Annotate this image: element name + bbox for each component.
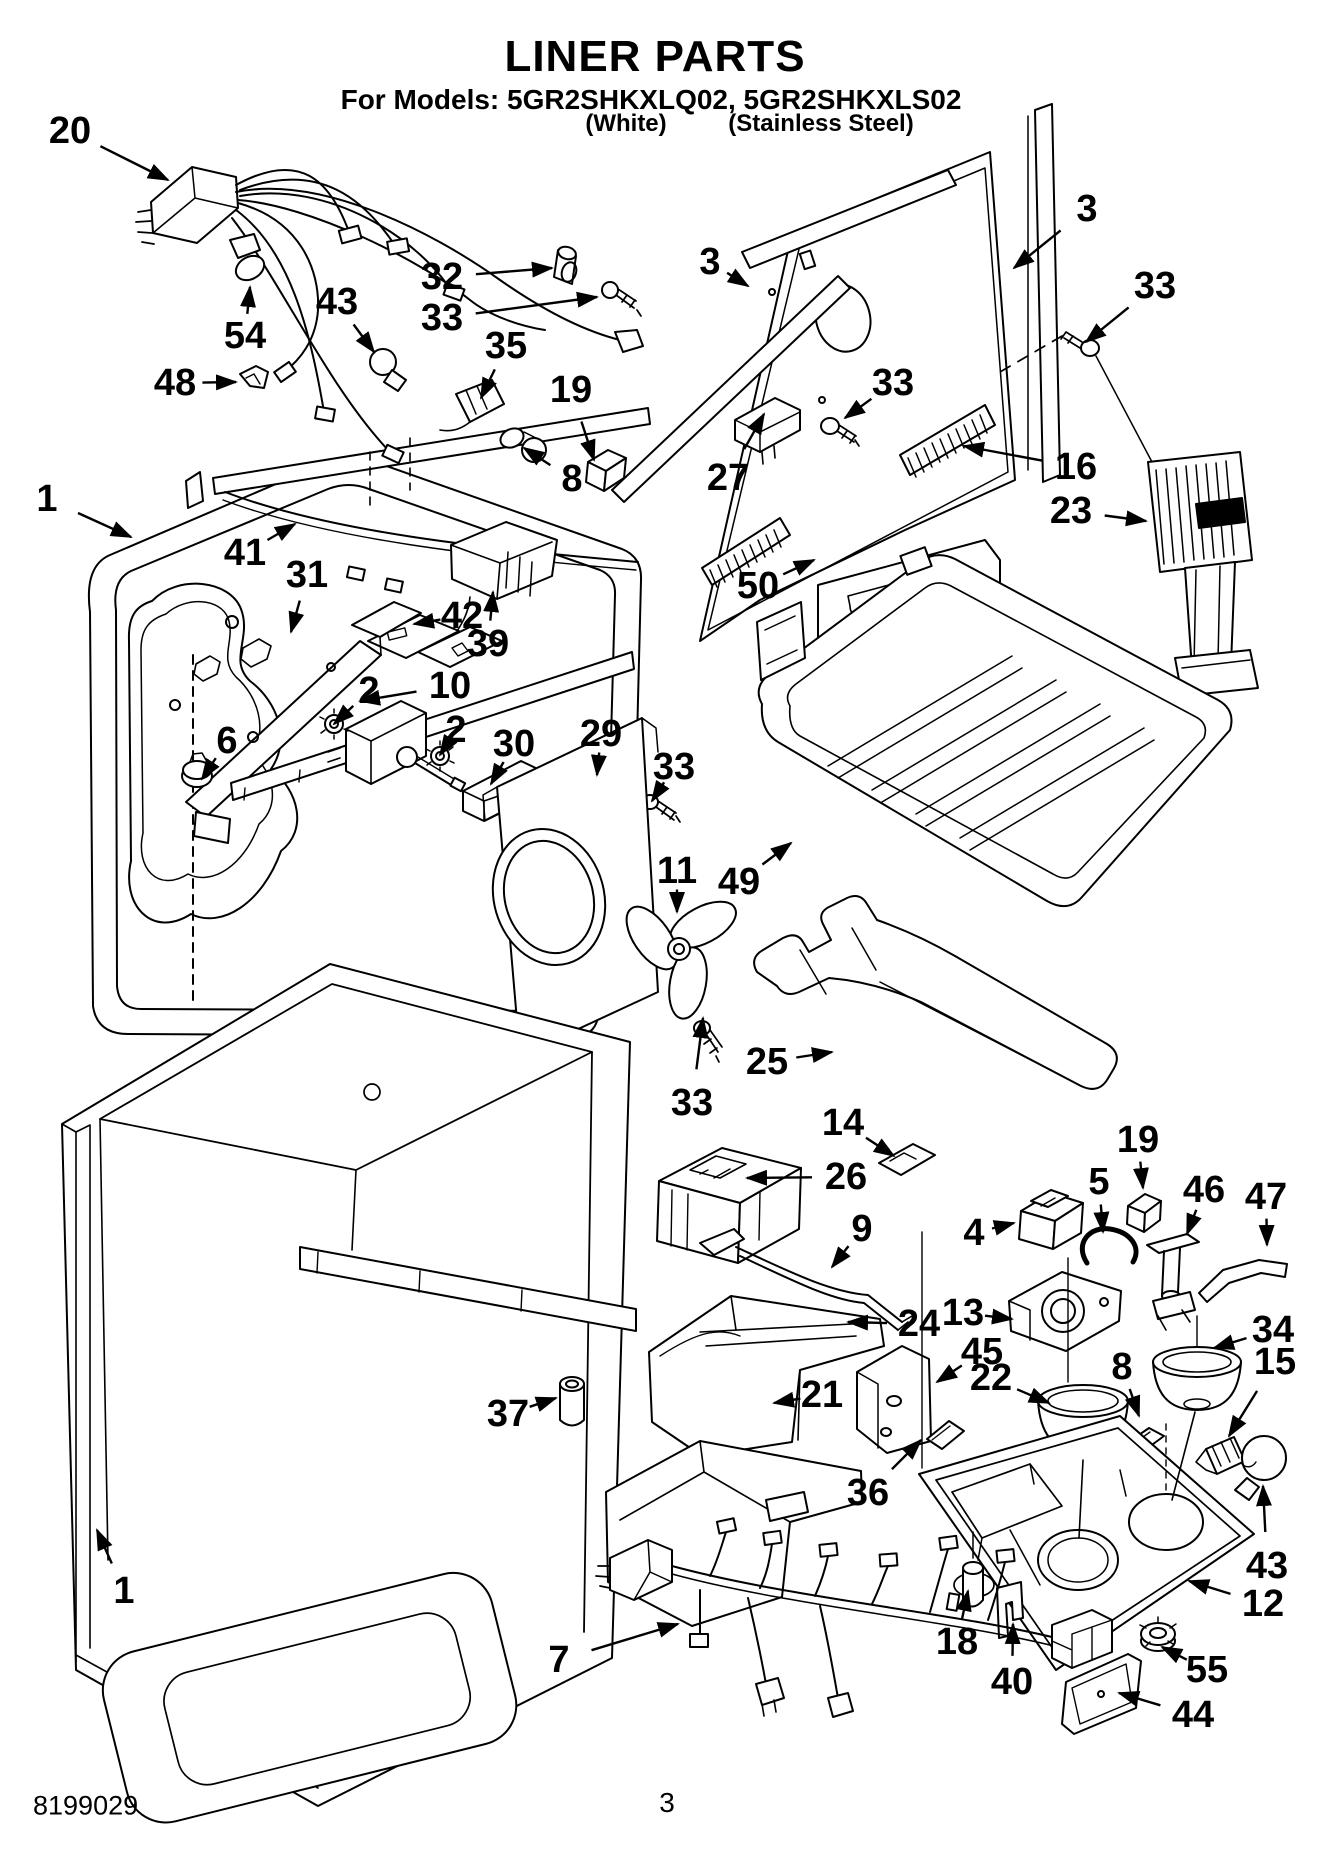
fan-blade-11: [625, 900, 737, 1020]
wire-harness-7: [595, 1517, 1113, 1718]
nut-55: [1139, 1616, 1177, 1652]
screw-33b: [999, 331, 1153, 463]
drain-tube-46: [1146, 1233, 1200, 1331]
lamp-socket-15: [1195, 1436, 1246, 1475]
screw-33c: [820, 417, 860, 447]
screw-33a: [601, 281, 642, 317]
thermal-fuse-4: [1018, 1189, 1084, 1250]
defrost-thermostat-23: [1147, 451, 1259, 697]
leader-lines: [77, 145, 1275, 1707]
light-bulb-43b: [1234, 1435, 1287, 1501]
clip-48: [239, 365, 269, 389]
air-duct-assembly: [181, 407, 681, 844]
plate-36: [926, 1420, 965, 1450]
grommet-32: [553, 245, 578, 285]
defrost-heater-9: [699, 1228, 913, 1331]
evaporator-back-panel: [611, 103, 1259, 737]
finish-stainless: (Stainless Steel): [728, 110, 914, 137]
thermostat-10: [327, 700, 467, 793]
lower-liner-shell: [61, 963, 637, 1824]
wire-bracket-25: [753, 895, 1118, 1090]
evap-cover-21: [605, 1440, 863, 1627]
drain-pan-49: [756, 546, 1233, 908]
heater-grid-16: [701, 404, 996, 588]
finish-white: (White): [585, 110, 667, 137]
page-number: 3: [659, 1787, 675, 1818]
socket-54: [229, 233, 266, 282]
bracket-47: [1198, 1259, 1288, 1303]
right-cluster: [921, 1189, 1288, 1469]
switch-19b: [1126, 1193, 1162, 1233]
models-line: For Models: 5GR2SHKXLQ02, 5GR2SHKXLS02: [340, 84, 962, 115]
page-title: LINER PARTS: [504, 32, 806, 81]
defrost-timer-26: [656, 1147, 802, 1264]
fan-mount-13: [1008, 1271, 1122, 1352]
clip-5: [1079, 1226, 1139, 1266]
evap-cover-24: [648, 1295, 885, 1457]
clip-14: [878, 1143, 936, 1176]
light-console-12: [918, 1411, 1287, 1735]
shield-45: [856, 1345, 932, 1454]
drain-cup-34: [1152, 1346, 1242, 1411]
clip-40: [996, 1581, 1024, 1639]
lamp-boot-35: [439, 379, 505, 432]
fan-shroud-and-blade: [482, 717, 737, 1063]
wire-harness-20: [135, 166, 644, 492]
roller-37: [559, 1376, 585, 1427]
bulb-43a: [369, 348, 407, 392]
doc-number: 8199029: [33, 1790, 139, 1821]
